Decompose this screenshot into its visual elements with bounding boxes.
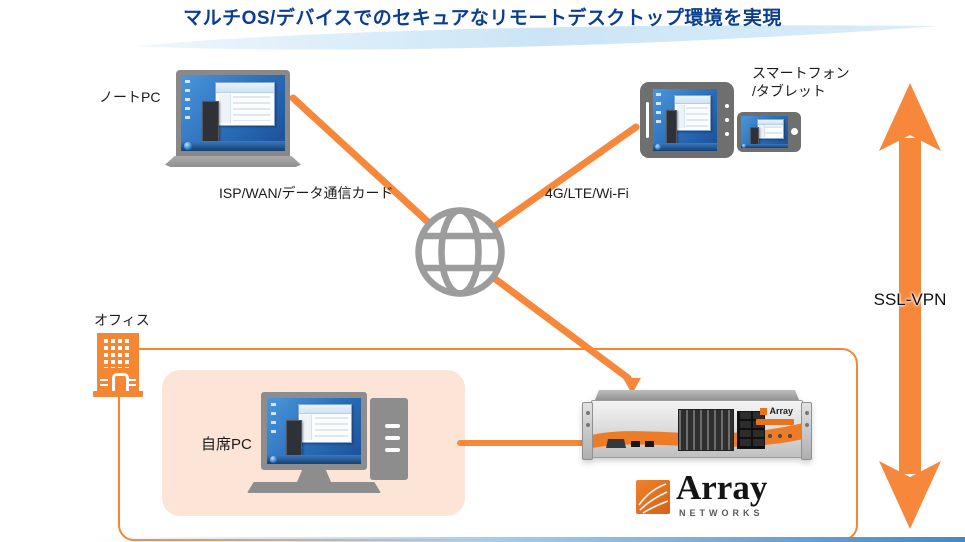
logo-wordmark: Array [676, 468, 768, 507]
desktop-icons [270, 402, 276, 439]
appliance-brand-text: Array [769, 406, 793, 416]
line-internet-appliance [490, 274, 632, 382]
explorer-window [215, 81, 275, 127]
smartphone-icon [737, 112, 801, 152]
windows-desktop-screen [181, 75, 285, 151]
context-menu [665, 110, 678, 145]
appliance-front-panel: Array [591, 400, 803, 458]
status-led-icons [768, 434, 792, 438]
array-logo-square-icon [636, 480, 670, 514]
windows-desktop-screen [267, 398, 361, 464]
line-tablet-internet [490, 123, 640, 231]
smart-device-label-line1: スマートフォン [752, 65, 850, 81]
appliance-ports [606, 439, 654, 448]
taskbar [653, 142, 717, 151]
building-base [93, 391, 143, 397]
building-windows [104, 339, 131, 368]
taskbar [267, 455, 361, 464]
smart-device-label: スマートフォン /タブレット [752, 64, 850, 100]
office-label: オフィス [94, 312, 150, 328]
internet-globe-icon [415, 207, 505, 297]
appliance-model-bar [756, 419, 794, 425]
laptop-label: ノートPC [99, 89, 161, 105]
vga-port-icon [606, 439, 626, 448]
tablet-button-icon [725, 118, 729, 122]
mobile-network-label: 4G/LTE/Wi-Fi [545, 185, 629, 201]
taskbar [741, 143, 788, 148]
logo-subtext: NETWORKS [679, 508, 764, 518]
wan-label: ISP/WAN/データ通信カード [219, 185, 394, 201]
context-menu [285, 420, 302, 457]
start-orb-icon [269, 456, 277, 464]
rack-ear [801, 402, 812, 460]
laptop-base [165, 156, 301, 167]
start-orb-icon [184, 142, 192, 150]
ssl-vpn-label: SSL-VPN [873, 290, 947, 309]
brand-square-icon [760, 407, 768, 415]
windows-desktop-screen [653, 89, 717, 151]
monitor-stand [297, 470, 331, 482]
building-detail [128, 384, 136, 386]
tablet-button-icon [725, 104, 729, 108]
explorer-window [756, 118, 785, 139]
arrowhead-to-appliance [623, 378, 641, 394]
ssl-vpn-arrow [879, 83, 941, 529]
building-detail [100, 384, 108, 386]
usb-port-icon [631, 440, 640, 447]
desk-pc-label: 自席PC [201, 436, 252, 453]
monitor-base [247, 482, 381, 493]
desktop-icons [185, 80, 191, 123]
building-door [112, 373, 129, 391]
explorer-window [674, 94, 712, 132]
building-detail [128, 379, 136, 381]
phone-home-button-icon [791, 128, 798, 135]
vpn-appliance: Array [582, 390, 812, 470]
ethernet-ports-icon [737, 411, 765, 449]
windows-desktop-screen [741, 116, 788, 148]
desktop-monitor-icon [261, 392, 367, 470]
array-networks-logo: Array NETWORKS [636, 468, 786, 524]
context-menu [201, 100, 220, 143]
laptop-icon [176, 70, 290, 156]
rack-ear [582, 402, 593, 460]
building-body [97, 333, 139, 391]
appliance-top-face [595, 390, 799, 400]
usb-port-icon [645, 440, 654, 447]
bottom-accent-strip [95, 537, 965, 542]
context-menu [750, 126, 760, 146]
tablet-button-icon [725, 132, 729, 136]
pc-tower-icon [370, 398, 408, 480]
taskbar [181, 141, 285, 151]
page-title: マルチOS/デバイスでのセキュアなリモートデスクトップ環境を実現 [183, 8, 782, 29]
tablet-icon [640, 82, 734, 158]
desktop-icons [655, 93, 661, 128]
explorer-window [298, 403, 352, 443]
building-detail [100, 379, 108, 381]
tablet-speaker-slot [646, 102, 649, 138]
appliance-vent-module [678, 409, 734, 451]
start-orb-icon [742, 144, 746, 148]
smart-device-label-line2: /タブレット [752, 83, 826, 100]
office-building-icon [93, 333, 143, 397]
appliance-brand-badge: Array [760, 406, 793, 416]
ribbon-swoosh-shape [136, 25, 938, 50]
start-orb-icon [654, 143, 662, 151]
line-laptop-internet [289, 94, 432, 226]
